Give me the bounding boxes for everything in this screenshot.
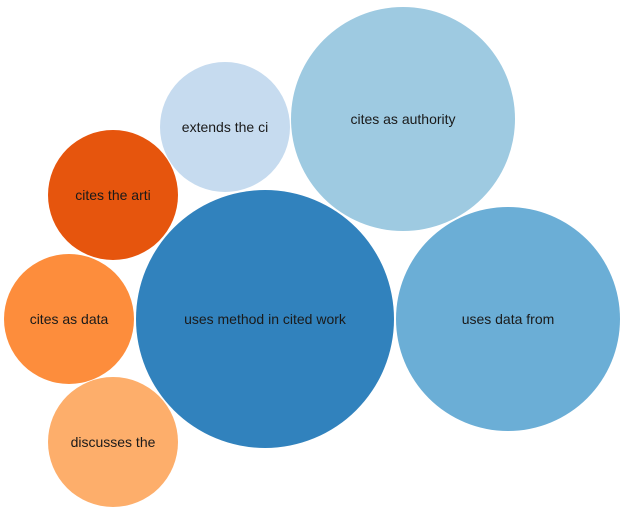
bubble: discusses the <box>48 377 178 507</box>
bubble-label: uses method in cited work <box>184 311 347 327</box>
bubble-label: cites the arti <box>75 187 150 203</box>
bubble-label: discusses the <box>71 434 156 450</box>
bubble: cites as authority <box>291 7 515 231</box>
bubble: uses data from <box>396 207 620 431</box>
bubble-label: uses data from <box>462 311 555 327</box>
bubble-label: extends the ci <box>182 119 268 135</box>
bubble-circle <box>4 254 134 384</box>
bubble-circle <box>396 207 620 431</box>
bubble: extends the ci <box>160 62 290 192</box>
bubble-circle <box>136 190 394 448</box>
bubble: cites as data <box>4 254 134 384</box>
bubble-label: cites as data <box>30 311 109 327</box>
bubble-label: cites as authority <box>350 111 455 127</box>
bubble-circle <box>48 377 178 507</box>
bubble-circle <box>160 62 290 192</box>
bubble-circle <box>48 130 178 260</box>
bubble: uses method in cited work <box>136 190 394 448</box>
bubble-circle <box>291 7 515 231</box>
bubble: cites the arti <box>48 130 178 260</box>
